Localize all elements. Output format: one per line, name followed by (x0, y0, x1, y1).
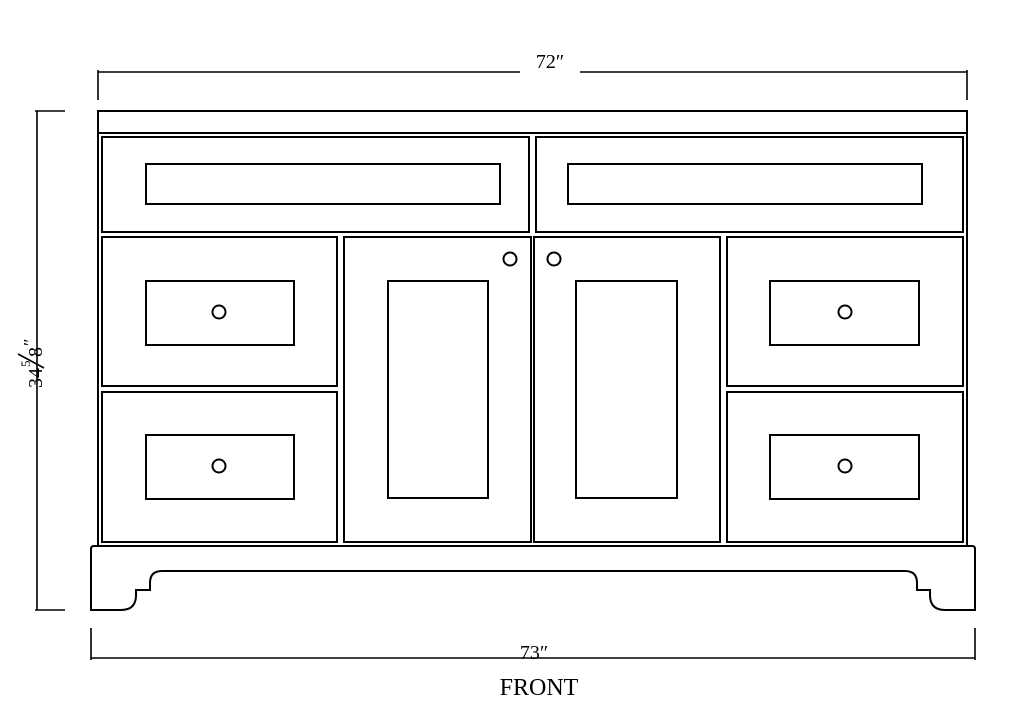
right-door (533, 236, 721, 543)
height-dimension: 34 5 8 ″ (17, 110, 65, 611)
top-drawer-left (101, 136, 530, 233)
knob-icon (211, 458, 227, 474)
cabinet-frame (97, 132, 968, 547)
view-label: FRONT (500, 675, 579, 701)
top-width-label: 72″ (536, 51, 564, 73)
top-width-dimension: 72″ (97, 50, 968, 100)
knob-icon (837, 458, 853, 474)
height-whole: 34 (25, 368, 47, 388)
right-upper-drawer (726, 236, 964, 387)
base-plinth (90, 545, 976, 611)
knob-icon (837, 304, 853, 320)
right-lower-drawer (726, 391, 964, 543)
height-unit: ″ (20, 339, 40, 347)
knob-icon (502, 251, 518, 267)
base-width-label: 73″ (520, 642, 548, 664)
height-denominator: 8 (25, 347, 47, 357)
knob-icon (211, 304, 227, 320)
height-numerator: 5 (18, 361, 33, 368)
left-lower-drawer (101, 391, 338, 543)
base-width-dimension: 73″ (90, 628, 976, 664)
left-door (343, 236, 532, 543)
countertop (97, 110, 968, 134)
knob-icon (546, 251, 562, 267)
left-upper-drawer (101, 236, 338, 387)
top-drawer-right (535, 136, 964, 233)
